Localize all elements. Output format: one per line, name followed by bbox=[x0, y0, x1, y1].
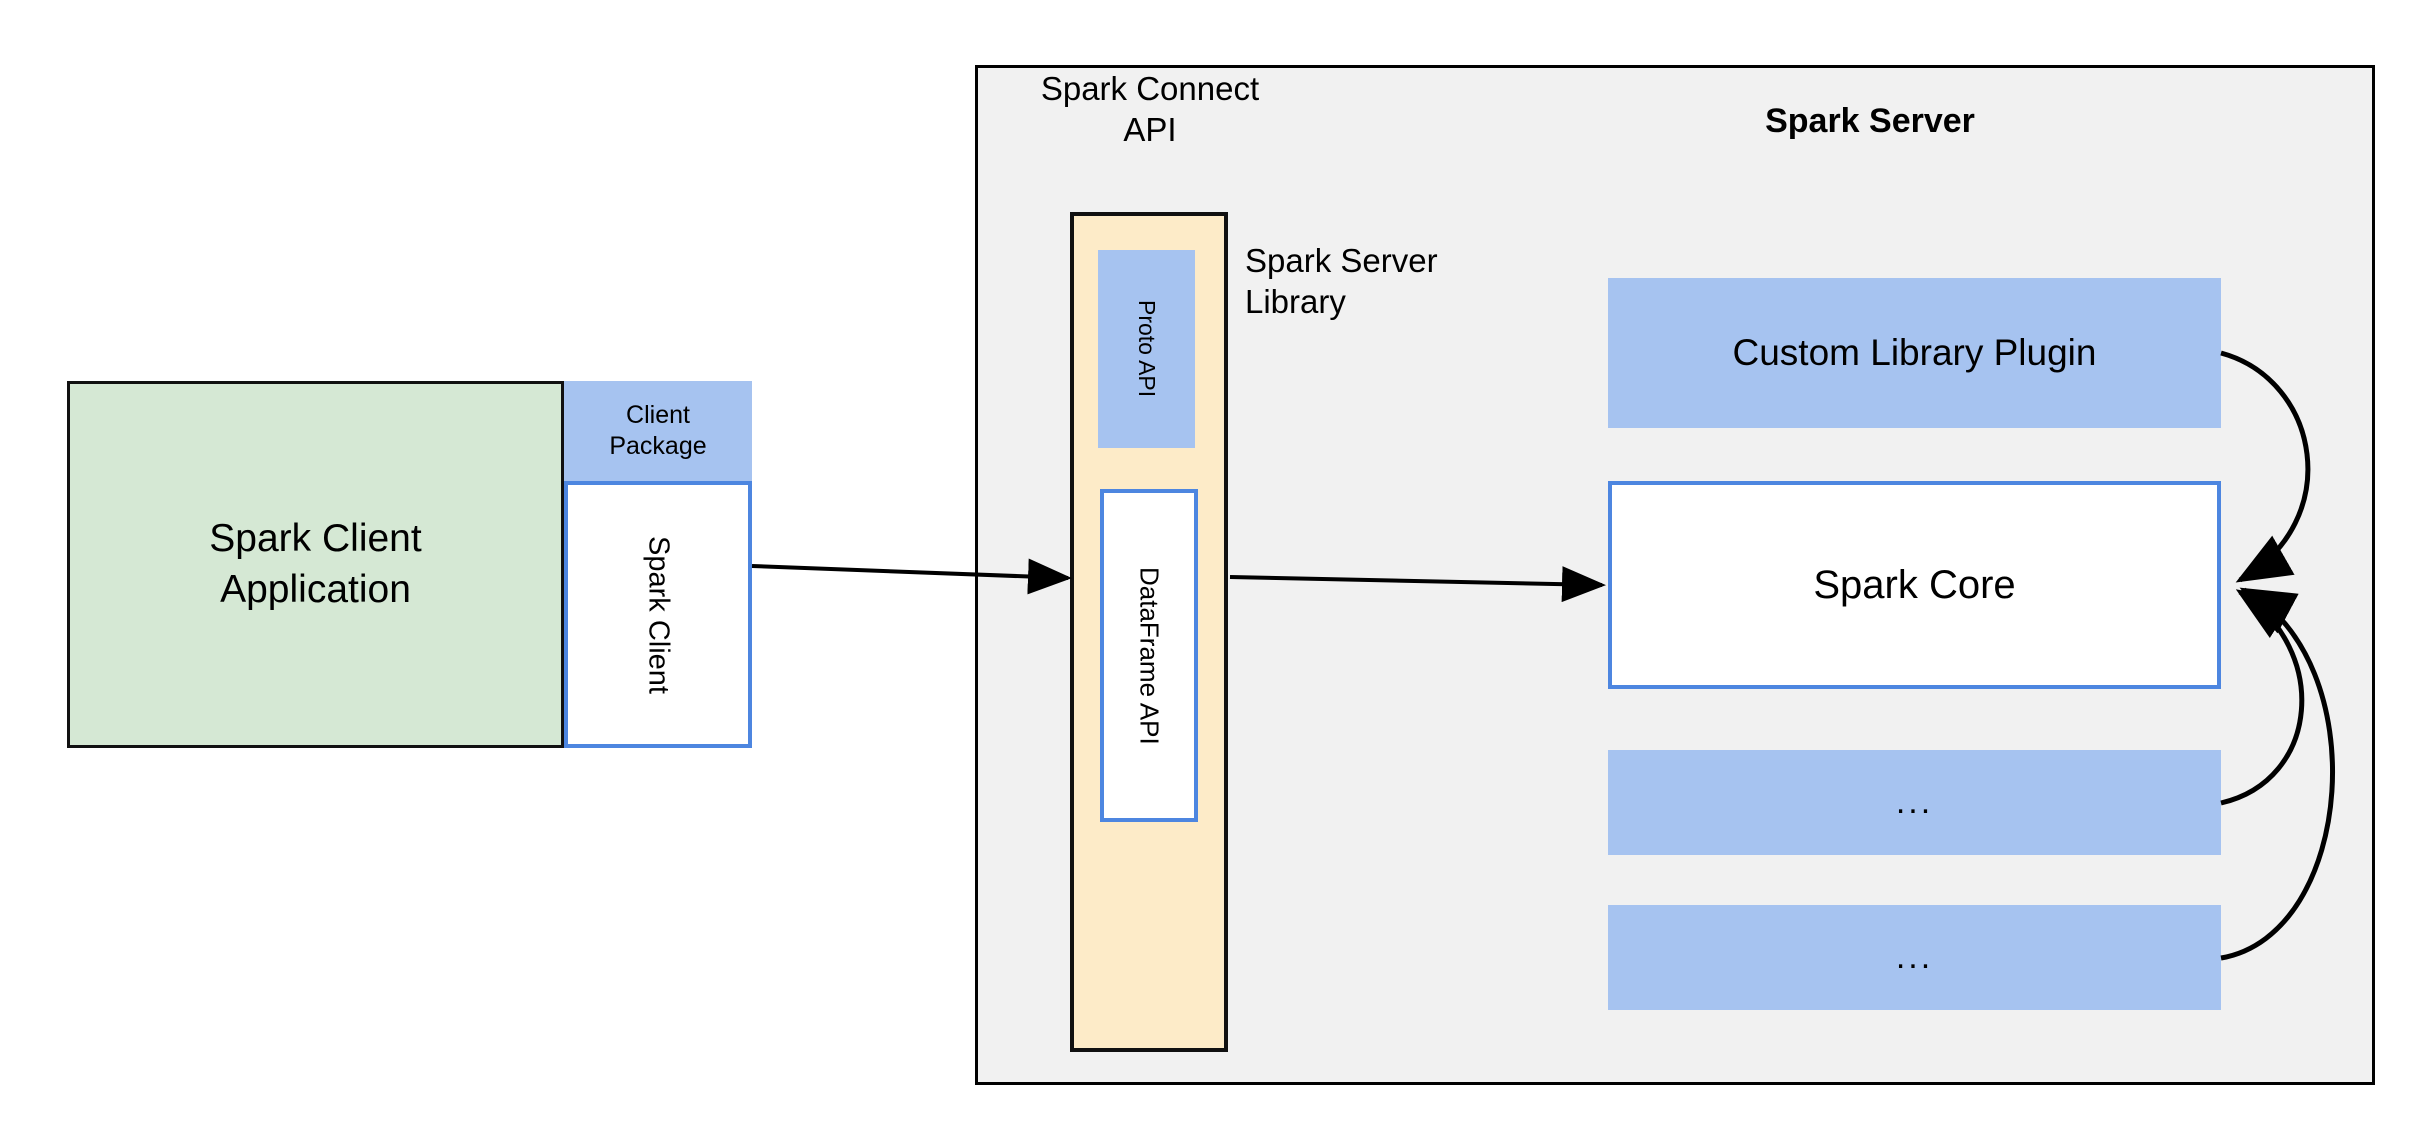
spark-server-library-label: Spark Server Library bbox=[1245, 242, 1438, 321]
custom-library-plugin: Custom Library Plugin bbox=[1608, 278, 2221, 428]
spark-connect-api-label: Spark Connect API bbox=[1040, 70, 1260, 149]
spark-core: Spark Core bbox=[1608, 481, 2221, 689]
ellipsis-box-1: ... bbox=[1608, 750, 2221, 855]
proto-api: Proto API bbox=[1098, 250, 1195, 448]
spark-server-title: Spark Server bbox=[1765, 102, 1975, 140]
ellipsis-box-2: ... bbox=[1608, 905, 2221, 1010]
dataframe-api: DataFrame API bbox=[1100, 489, 1198, 822]
client-package: Client Package bbox=[564, 381, 752, 481]
spark-client-application: Spark Client Application bbox=[67, 381, 564, 748]
spark-client: Spark Client bbox=[564, 481, 752, 748]
